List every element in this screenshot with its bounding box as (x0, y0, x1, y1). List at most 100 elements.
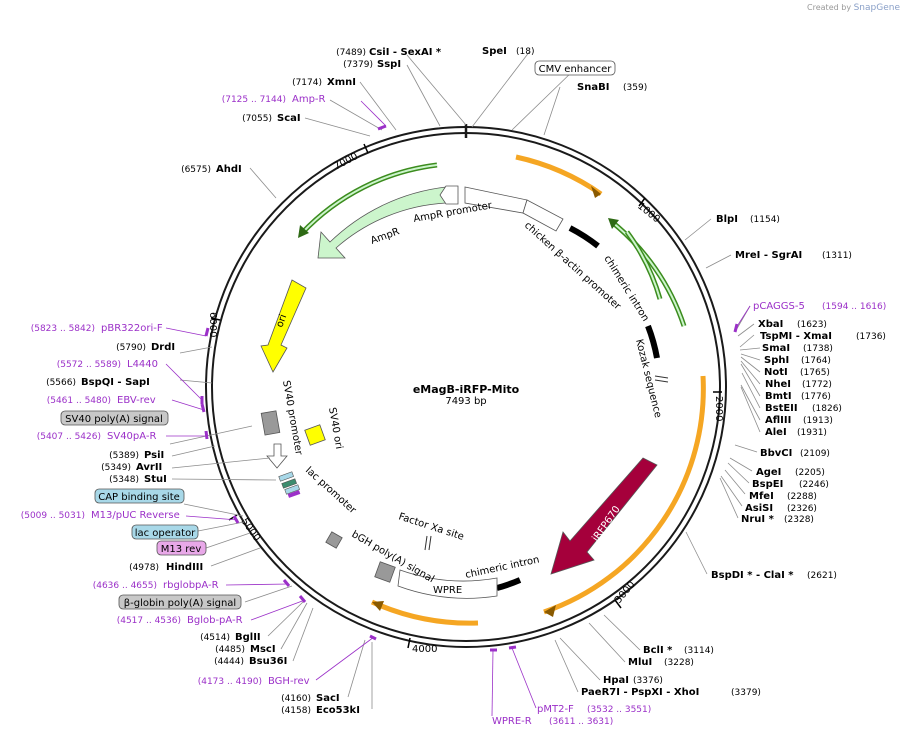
site-label: TspMI - XmaI (760, 331, 832, 342)
primer-range: (5009 .. 5031) (21, 511, 85, 521)
primer-name: M13/pUC Reverse (91, 510, 180, 521)
site-label: SpeI (482, 46, 507, 57)
site-label: NotI (764, 367, 788, 378)
kozak-mark1 (654, 375, 669, 379)
orange-arc-right-head (544, 605, 556, 617)
site-pos: (359) (623, 83, 647, 93)
site-pos: (5389) (109, 451, 139, 461)
site-pos: (4485) (215, 645, 245, 655)
site-pos: (4514) (200, 633, 230, 643)
kozak-mark2 (654, 379, 669, 383)
primer-name: WPRE-R (492, 716, 532, 727)
chimeric-intron-top-bar (568, 225, 600, 249)
site-pos: (5348) (109, 475, 139, 485)
site-label: NheI (765, 379, 791, 390)
chicken-promoter-box (522, 199, 564, 232)
m13-rev-label: M13 rev (161, 544, 202, 555)
lac-operator-box-label-bg (131, 524, 199, 540)
primer-range: (1594 .. 1616) (822, 302, 886, 312)
site-pos: (2205) (795, 468, 825, 478)
site-pos: (1913) (803, 416, 833, 426)
chimeric-intron-bottom-bar (496, 577, 522, 591)
primer-labels: (7125 .. 7144) Amp-R (5823 .. 5842) pBR3… (21, 94, 887, 727)
tick-4000: 4000 (412, 644, 437, 655)
primer-range: (4517 .. 4536) (117, 616, 181, 626)
cap-binding-box (94, 488, 185, 504)
site-label: MscI (250, 644, 276, 655)
site-label: NruI * (741, 514, 775, 525)
site-label: BspQI - SapI (81, 377, 150, 388)
orange-arc-bottom-head (372, 601, 384, 611)
site-pos: (4160) (281, 694, 311, 704)
orange-arc-right (543, 375, 706, 615)
lac-operator-label: lac operator (135, 528, 196, 539)
site-label: AhdI (216, 164, 242, 175)
site-pos: (1736) (856, 332, 886, 342)
wpre-box (397, 569, 498, 599)
site-label: AleI (765, 427, 787, 438)
tick-1000: 1000 (635, 201, 662, 226)
wpre-label: WPRE (433, 585, 462, 596)
factor-xa-mark1 (424, 535, 428, 551)
site-pos: (7055) (242, 114, 272, 124)
site-label: SspI (377, 59, 401, 70)
site-label: BstEII (765, 403, 798, 414)
site-pos: (5566) (46, 378, 76, 388)
site-label: StuI (144, 474, 167, 485)
site-pos: (1931) (797, 428, 827, 438)
site-label: Eco53kI (316, 705, 360, 716)
site-label: MluI (628, 657, 652, 668)
ori-label: ori (274, 313, 289, 329)
tick-5000: 5000 (239, 516, 263, 543)
cmv-enhancer-label: CMV enhancer (539, 64, 613, 75)
plasmid-length: 7493 bp (445, 396, 486, 407)
site-label: HpaI (603, 675, 629, 686)
site-pos: (3228) (664, 658, 694, 668)
site-label: AvrII (136, 462, 162, 473)
leader-lines (169, 50, 761, 709)
cap-binding-label: CAP binding site (98, 492, 180, 503)
factor-xa-mark2 (428, 535, 432, 551)
site-pos: (6575) (181, 165, 211, 175)
primer-range: (3532 .. 3551) (587, 705, 651, 715)
primer-name: BGH-rev (268, 676, 310, 687)
primer-name: pCAGGS-5 (753, 301, 805, 312)
site-pos: (2621) (807, 571, 837, 581)
green-arc-right-inner (611, 221, 685, 327)
tick-mark-4000 (407, 637, 411, 649)
site-label: BspEI (752, 479, 783, 490)
site-label: BspDI * - ClaI * (711, 570, 794, 581)
green-arc-top-inner (301, 164, 438, 234)
boxed-labels: CMV enhancer SV40 poly(A) signal CAP bin… (60, 60, 616, 610)
cap-site-mark (278, 471, 294, 482)
primer-name: pMT2-F (537, 704, 574, 715)
site-label: SphI (764, 355, 789, 366)
lac-operator-box (325, 531, 343, 549)
primer-name: L4440 (127, 359, 158, 370)
sites-right: SpeI (18) SnaBI (359) BlpI (1154) MreI -… (482, 46, 886, 698)
snapgene-credit: Created by SnapGene (807, 3, 900, 13)
bgh-label: bGH poly(A) signal (350, 529, 436, 585)
site-label: BmtI (765, 391, 792, 402)
site-label: XmnI (327, 77, 356, 88)
chimeric-intron-bottom-label: chimeric intron (464, 554, 540, 580)
primer-name: rbglobpA-R (163, 580, 219, 591)
primer-range: (5461 .. 5480) (47, 396, 111, 406)
site-pos: (3114) (684, 646, 714, 656)
site-label: AflIII (765, 415, 791, 426)
m13-rev-box (156, 540, 207, 556)
site-pos: (7489) (336, 48, 366, 58)
sv40-polya-box (60, 410, 169, 426)
primer-range: (4173 .. 4190) (198, 677, 262, 687)
site-label: BbvCI (760, 448, 792, 459)
sv40-ori-label: SV40 ori (326, 407, 344, 450)
primer-range: (3611 .. 3631) (549, 717, 613, 727)
primer-name: pBR322ori-F (101, 323, 163, 334)
sv40-promoter-box (260, 410, 281, 436)
site-pos: (7379) (343, 60, 373, 70)
sv40-promoter-arrow (266, 443, 288, 469)
tick-mark-6000 (210, 317, 221, 321)
bgh-box (374, 561, 396, 583)
ampr-promoter-head (439, 185, 459, 205)
